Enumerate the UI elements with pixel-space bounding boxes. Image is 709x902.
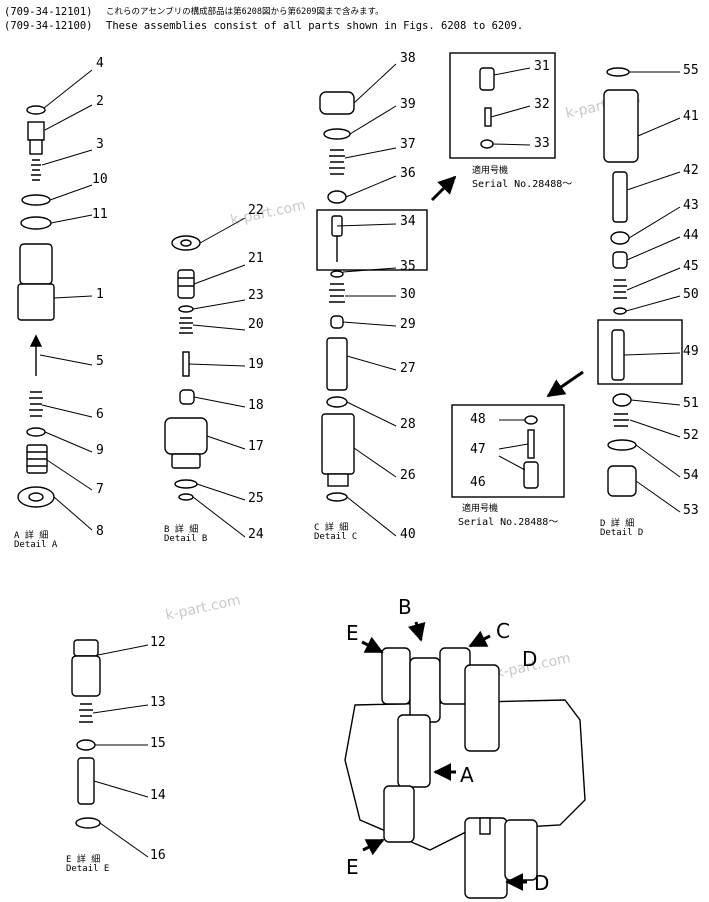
callout-6: 6 (96, 407, 104, 422)
callout-22: 22 (248, 203, 264, 218)
detail-d-parts (546, 67, 683, 497)
callout-42: 42 (683, 163, 699, 178)
detail-b-caption-en: Detail B (164, 534, 208, 544)
callout-27: 27 (400, 361, 416, 376)
serial-lower-en: Serial No.28488～ (458, 517, 559, 528)
serial-box-upper (430, 52, 556, 202)
part-number-2: (709-34-12100) (4, 20, 93, 32)
callout-16: 16 (150, 848, 166, 863)
assembly-letter-b: B (398, 595, 412, 619)
detail-a-parts (17, 105, 55, 508)
detail-e-caption-jp: E 詳 細 (66, 855, 101, 865)
callout-51: 51 (683, 396, 699, 411)
callout-48: 48 (470, 412, 486, 427)
callout-5: 5 (96, 354, 104, 369)
part-number-1: (709-34-12101) (4, 6, 93, 18)
callout-10: 10 (92, 172, 108, 187)
detail-e-parts (71, 639, 101, 829)
callout-23: 23 (248, 288, 264, 303)
valve-assembly (344, 647, 586, 899)
detail-a-caption-jp: A 詳 細 (14, 531, 49, 541)
serial-lower-jp: 適用号機 (462, 504, 499, 514)
detail-d-caption-en: Detail D (600, 528, 644, 538)
callout-13: 13 (150, 695, 166, 710)
callout-18: 18 (248, 398, 264, 413)
assembly-letter-e: E (346, 621, 359, 645)
callout-9: 9 (96, 443, 104, 458)
callout-37: 37 (400, 137, 416, 152)
callout-39: 39 (400, 97, 416, 112)
callout-15: 15 (150, 736, 166, 751)
detail-b-caption-jp: B 詳 細 (164, 525, 199, 535)
callout-31: 31 (534, 59, 550, 74)
callout-1: 1 (96, 287, 104, 302)
callout-12: 12 (150, 635, 166, 650)
assembly-letter-d: D (522, 647, 538, 671)
detail-d-caption-jp: D 詳 細 (600, 519, 635, 529)
detail-c-caption-en: Detail C (314, 532, 358, 542)
callout-52: 52 (683, 428, 699, 443)
header-note-en: These assemblies consist of all parts sh… (106, 20, 524, 32)
callout-34: 34 (400, 214, 416, 229)
callout-17: 17 (248, 439, 264, 454)
callout-35: 35 (400, 259, 416, 274)
serial-upper-jp: 適用号機 (472, 166, 509, 176)
assembly-arrows (361, 621, 527, 891)
assembly-letter-e-lower: E (346, 855, 359, 879)
callout-4: 4 (96, 56, 104, 71)
callout-21: 21 (248, 251, 264, 266)
callout-14: 14 (150, 788, 166, 803)
leader-lines (39, 63, 681, 858)
assembly-letter-a: A (460, 763, 474, 787)
callout-3: 3 (96, 137, 104, 152)
callout-54: 54 (683, 468, 699, 483)
serial-upper-en: Serial No.28488～ (472, 179, 573, 190)
callout-53: 53 (683, 503, 699, 518)
serial-box-lower (451, 404, 565, 498)
callout-30: 30 (400, 287, 416, 302)
callout-36: 36 (400, 166, 416, 181)
callout-19: 19 (248, 357, 264, 372)
callout-40: 40 (400, 527, 416, 542)
header-note-jp: これらのアセンブリの構成部品は第6208図から第6209図まで含みます。 (106, 7, 384, 17)
callout-50: 50 (683, 287, 699, 302)
callout-49: 49 (683, 344, 699, 359)
callout-2: 2 (96, 94, 104, 109)
callout-43: 43 (683, 198, 699, 213)
callout-46: 46 (470, 475, 486, 490)
assembly-letter-d-lower: D (534, 871, 550, 895)
detail-b-parts (164, 235, 208, 501)
callout-25: 25 (248, 491, 264, 506)
detail-e-caption-en: Detail E (66, 864, 110, 874)
callout-41: 41 (683, 109, 699, 124)
callout-33: 33 (534, 136, 550, 151)
detail-a-caption-en: Detail A (14, 540, 58, 550)
callout-32: 32 (534, 97, 550, 112)
callout-47: 47 (470, 442, 486, 457)
callout-20: 20 (248, 317, 264, 332)
callout-24: 24 (248, 527, 264, 542)
callout-44: 44 (683, 228, 699, 243)
callout-29: 29 (400, 317, 416, 332)
callout-28: 28 (400, 417, 416, 432)
callout-38: 38 (400, 51, 416, 66)
callout-45: 45 (683, 259, 699, 274)
detail-c-caption-jp: C 詳 細 (314, 523, 349, 533)
assembly-letter-c: C (496, 619, 510, 643)
callout-8: 8 (96, 524, 104, 539)
callout-11: 11 (92, 207, 108, 222)
callout-55: 55 (683, 63, 699, 78)
callout-7: 7 (96, 482, 104, 497)
callout-26: 26 (400, 468, 416, 483)
